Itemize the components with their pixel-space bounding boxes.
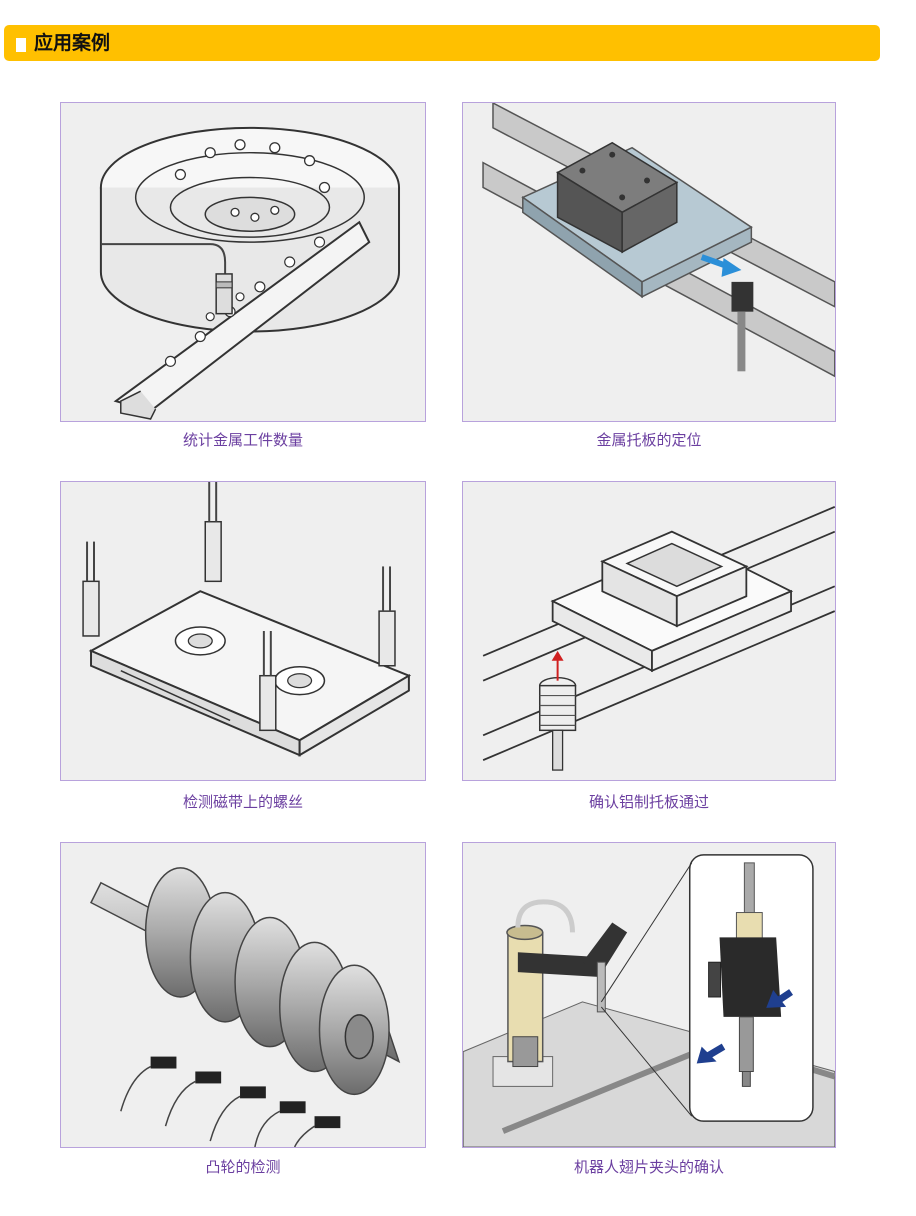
pallet-on-conveyor-icon bbox=[482, 103, 835, 378]
case-caption-5: 凸轮的检测 bbox=[205, 1158, 281, 1176]
case-image-2 bbox=[462, 102, 836, 422]
section-title: 应用案例 bbox=[34, 32, 111, 54]
header-marker bbox=[16, 38, 26, 52]
case-caption-1: 统计金属工件数量 bbox=[182, 431, 303, 449]
robot-gripper-icon bbox=[463, 854, 835, 1147]
case-image-1 bbox=[60, 102, 426, 422]
case-caption-2: 金属托板的定位 bbox=[596, 431, 702, 449]
cam-shaft-icon bbox=[90, 867, 401, 1147]
cassette-screws-icon bbox=[82, 482, 412, 757]
case-image-6 bbox=[462, 842, 836, 1148]
case-image-4 bbox=[462, 481, 836, 781]
case-caption-3: 检测磁带上的螺丝 bbox=[182, 793, 303, 811]
vibratory-bowl-feeder-icon bbox=[99, 126, 401, 420]
case-caption-4: 确认铝制托板通过 bbox=[588, 793, 709, 811]
case-caption-6: 机器人翅片夹头的确认 bbox=[573, 1158, 724, 1176]
case-image-5 bbox=[60, 842, 426, 1148]
case-image-3 bbox=[60, 481, 426, 781]
section-header: 应用案例 bbox=[4, 25, 880, 61]
aluminum-pallet-rail-icon bbox=[482, 506, 835, 771]
